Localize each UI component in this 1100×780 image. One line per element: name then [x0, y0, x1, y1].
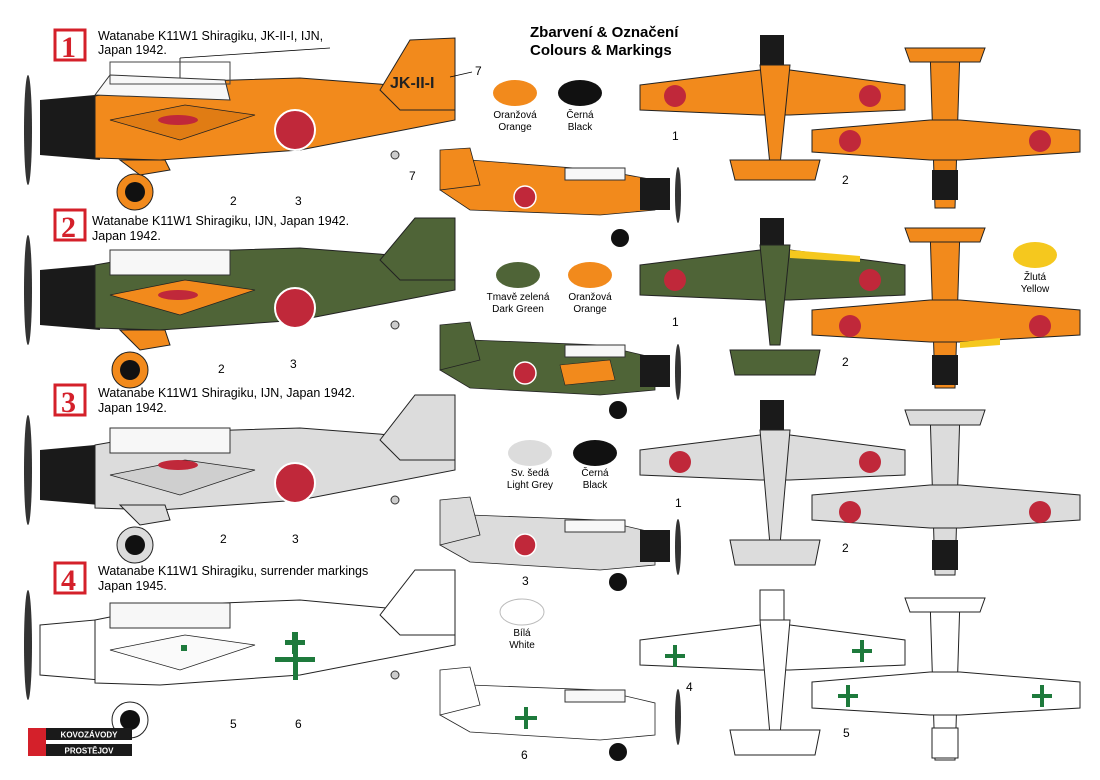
scheme-3-caption-year: Japan 1942. — [98, 401, 167, 415]
scheme-3-bottom-view — [811, 409, 1081, 576]
scheme-3-badge — [53, 383, 87, 417]
scheme-1-caption-year: Japan 1942. — [98, 43, 167, 57]
swatch-yellow-en: Yellow — [1021, 284, 1050, 295]
scheme-2-badge-number: 2 — [61, 211, 76, 244]
logo-line2: PROSTĚJOV — [65, 747, 115, 756]
callout-2-s1: 2 — [230, 194, 237, 208]
swatch-dark-green-cz: Tmavě zelená — [487, 292, 550, 303]
callout-2-s2: 2 — [218, 362, 225, 376]
scheme-3-badge-number: 3 — [61, 386, 76, 419]
callout-6-s4: 6 — [295, 717, 302, 731]
swatch-black-1-en: Black — [568, 122, 593, 133]
scheme-1-small-side-view — [439, 147, 681, 247]
swatch-orange-2: Oranžová Orange — [568, 262, 612, 315]
scheme-1: 1 Watanabe K11W1 Shiragiku, JK-II-I, IJN… — [24, 28, 1081, 247]
swatch-white-en: White — [509, 640, 535, 651]
swatch-dark-green-dot — [496, 262, 540, 288]
swatch-yellow-cz: Žlutá — [1024, 270, 1047, 283]
swatch-light-grey-dot — [508, 440, 552, 466]
callout-2-bottom: 2 — [842, 173, 849, 187]
scheme-3-side-view — [24, 394, 456, 564]
swatch-white: Bílá White — [499, 598, 545, 651]
swatch-orange-2-cz: Oranžová — [568, 292, 612, 303]
scheme-3-small-side-view — [439, 496, 681, 591]
swatch-black-2: Černá Black — [573, 440, 617, 491]
scheme-2-caption: Watanabe K11W1 Shiragiku, IJN, Japan 194… — [92, 214, 349, 228]
callout-2-bottom-s3: 2 — [842, 541, 849, 555]
swatch-dark-green: Tmavě zelená Dark Green — [487, 262, 550, 315]
scheme-1-bottom-view — [811, 47, 1081, 209]
swatch-light-grey: Sv. šedá Light Grey — [507, 440, 553, 491]
swatch-light-grey-en: Light Grey — [507, 480, 553, 491]
swatch-orange-2-en: Orange — [573, 304, 607, 315]
scheme-3-top-view — [639, 400, 906, 566]
swatch-orange-2-dot — [568, 262, 612, 288]
scheme-2-top-view — [639, 218, 906, 376]
callout-3-s1: 3 — [295, 194, 302, 208]
scheme-2: 2 Watanabe K11W1 Shiragiku, IJN, Japan 1… — [24, 208, 1081, 419]
heading-english: Colours & Markings — [530, 42, 672, 59]
swatch-black-1-cz: Černá — [566, 108, 594, 121]
callout-7-small: 7 — [409, 169, 416, 183]
scheme-4-side-view — [24, 569, 456, 739]
swatch-orange-1-en: Orange — [498, 122, 532, 133]
swatch-yellow-dot — [1013, 242, 1057, 268]
swatch-yellow: Žlutá Yellow — [1013, 242, 1057, 295]
scheme-4-top-view — [639, 589, 906, 756]
callout-3-s3: 3 — [292, 532, 299, 546]
scheme-4: 4 Watanabe K11W1 Shiragiku, surrender ma… — [24, 561, 1081, 762]
scheme-4-bottom-view — [811, 597, 1081, 761]
swatch-orange-1: Oranžová Orange — [493, 80, 537, 133]
scheme-2-caption-year: Japan 1942. — [92, 229, 161, 243]
scheme-2-badge — [53, 208, 87, 242]
swatch-white-dot — [499, 598, 545, 626]
swatch-light-grey-cz: Sv. šedá — [511, 468, 550, 479]
callout-5-s4: 5 — [230, 717, 237, 731]
callout-3-s2: 3 — [290, 357, 297, 371]
scheme-1-tail-code: JK-II-I — [390, 75, 434, 92]
scheme-4-badge — [53, 561, 87, 595]
callout-6-small: 6 — [521, 748, 528, 762]
heading-czech: Zbarvení & Označení — [530, 24, 679, 41]
scheme-4-small-side-view — [439, 666, 681, 761]
swatch-black-2-cz: Černá — [581, 466, 609, 479]
callout-1-top: 1 — [672, 129, 679, 143]
callout-2-bottom-s2: 2 — [842, 355, 849, 369]
swatch-orange-1-dot — [493, 80, 537, 106]
swatch-black-1: Černá Black — [558, 80, 602, 133]
scheme-1-caption: Watanabe K11W1 Shiragiku, JK-II-I, IJN, — [98, 29, 323, 43]
scheme-2-side-view — [24, 217, 456, 389]
scheme-2-small-side-view — [439, 321, 681, 419]
callout-2-s3: 2 — [220, 532, 227, 546]
swatch-dark-green-en: Dark Green — [492, 304, 544, 315]
callout-5-bottom: 5 — [843, 726, 850, 740]
scheme-4-badge-number: 4 — [61, 564, 76, 597]
scheme-4-caption: Watanabe K11W1 Shiragiku, surrender mark… — [98, 564, 368, 578]
swatch-orange-1-cz: Oranžová — [493, 110, 537, 121]
callout-4-top: 4 — [686, 680, 693, 694]
callout-7-s1: 7 — [475, 64, 482, 78]
callout-3-small: 3 — [522, 574, 529, 588]
swatch-white-cz: Bílá — [513, 628, 531, 639]
callout-1-top-s3: 1 — [675, 496, 682, 510]
kovozavody-logo: KOVOZÁVODY PROSTĚJOV — [28, 728, 132, 756]
scheme-1-top-view — [639, 35, 906, 181]
scheme-1-badge — [53, 28, 87, 62]
scheme-1-side-view: JK-II-I — [24, 37, 456, 211]
scheme-3-caption: Watanabe K11W1 Shiragiku, IJN, Japan 194… — [98, 386, 355, 400]
scheme-4-caption-year: Japan 1945. — [98, 579, 167, 593]
swatch-black-1-dot — [558, 80, 602, 106]
scheme-3: 3 Watanabe K11W1 Shiragiku, IJN, Japan 1… — [24, 383, 1081, 591]
swatch-black-2-dot — [573, 440, 617, 466]
scheme-2-bottom-view — [811, 227, 1081, 389]
callout-1-top-s2: 1 — [672, 315, 679, 329]
scheme-1-badge-number: 1 — [61, 31, 76, 64]
swatch-black-2-en: Black — [583, 480, 608, 491]
logo-line1: KOVOZÁVODY — [61, 731, 119, 740]
logo-emblem — [28, 728, 46, 756]
